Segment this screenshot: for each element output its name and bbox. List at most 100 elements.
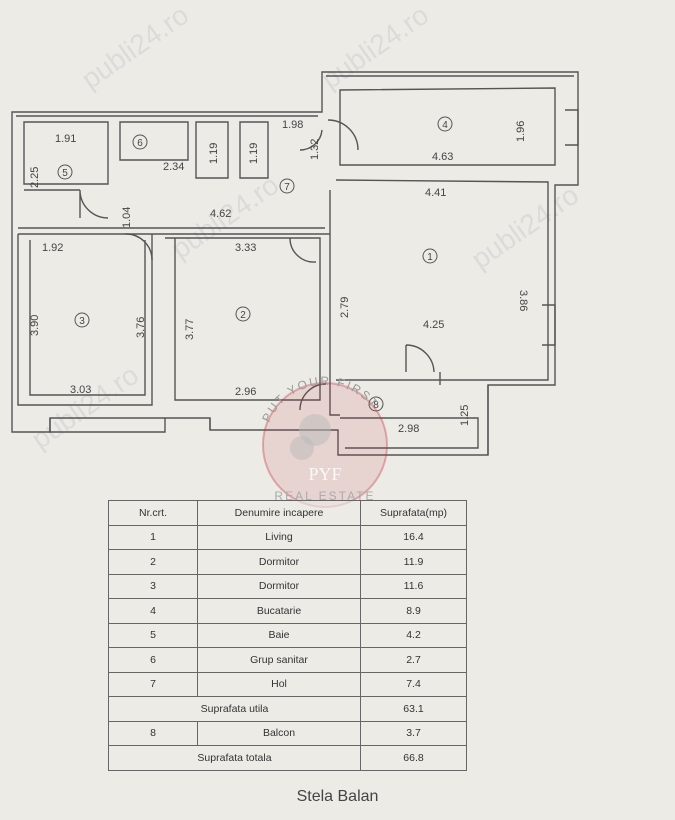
cell-name: Grup sanitar [197, 647, 361, 673]
cell-nr: 7 [108, 671, 198, 697]
dimension-label: 4.41 [425, 187, 446, 199]
cell-name: Dormitor [197, 549, 361, 575]
room-marker-1: 1 [422, 248, 438, 264]
dimension-label: 2.25 [29, 167, 41, 188]
cell-area: 11.9 [360, 549, 467, 575]
door-arc [299, 129, 323, 151]
cell-area: 2.7 [360, 647, 467, 673]
wall-living [335, 179, 549, 381]
cell-name: Living [197, 524, 361, 550]
logo-symbol-icon [290, 436, 314, 460]
cell-name: Hol [197, 671, 361, 697]
watermark-text: publi24.ro [316, 0, 435, 95]
dimension-label: 2.96 [235, 386, 256, 398]
door-arc [79, 189, 109, 219]
dimension-label: 1.92 [42, 242, 63, 254]
cell-nr: 6 [108, 647, 198, 673]
room-number: 4 [442, 120, 448, 131]
logo-mark: PYF [308, 464, 341, 484]
total-area: 66.8 [360, 745, 467, 771]
dimension-label: 2.34 [163, 161, 184, 173]
column-header-nr: Nr.crt. [108, 500, 198, 526]
cell-name: Dormitor [197, 573, 361, 599]
room-number: 1 [427, 252, 433, 263]
door-arc [299, 383, 327, 411]
cell-nr: 4 [108, 598, 198, 624]
room-number: 5 [62, 168, 68, 179]
dimension-label: 3.77 [184, 319, 196, 340]
room-number: 8 [373, 400, 379, 411]
dimension-label: 3.03 [70, 384, 91, 396]
wall-balcony-edge [439, 372, 489, 455]
door-arc [405, 344, 435, 373]
total-row: Suprafata totala 66.8 [108, 745, 467, 771]
dimension-label: 1.19 [248, 143, 260, 164]
dimension-label: 1.96 [515, 121, 527, 142]
watermark-text: publi24.ro [466, 179, 585, 275]
door-arc [124, 233, 153, 261]
dimension-label: 1.32 [309, 139, 321, 160]
watermark-text: publi24.ro [26, 359, 145, 455]
dimension-label: 3.33 [235, 242, 256, 254]
dimension-label: 4.62 [210, 208, 231, 220]
room-marker-6: 6 [132, 134, 148, 150]
wall-room-3-inner [29, 240, 146, 396]
cell-nr: 5 [108, 622, 198, 648]
dimension-label: 3.90 [29, 315, 41, 336]
cell-area: 11.6 [360, 573, 467, 599]
dimension-label: 1.25 [459, 405, 471, 426]
cell-name: Bucatarie [197, 598, 361, 624]
dimension-label: 3.86 [517, 290, 529, 311]
dimension-labels: 1.91 2.25 2.34 1.19 1.19 1.98 1.32 4.63 … [29, 119, 529, 435]
author-signature: Stela Balan [296, 788, 379, 805]
subtotal-row: Suprafata utila 63.1 [108, 696, 467, 722]
total-label: Suprafata totala [108, 745, 361, 771]
wall-shafts [195, 121, 269, 179]
dimension-label: 1.19 [208, 143, 220, 164]
wall-balcony [340, 417, 479, 449]
dimension-label: 2.98 [398, 423, 419, 435]
room-marker-3: 3 [74, 312, 90, 328]
subtotal-label: Suprafata utila [108, 696, 361, 722]
dimension-label: 2.79 [339, 297, 351, 318]
room-number: 6 [137, 138, 143, 149]
wall-partition [329, 190, 340, 416]
floor-plan: publi24.ro publi24.ro publi24.ro publi24… [11, 0, 585, 456]
dimension-label: 4.25 [423, 319, 444, 331]
subtotal-area: 63.1 [360, 696, 467, 722]
cell-name: Balcon [197, 720, 361, 746]
logo-ring [263, 383, 387, 507]
cell-nr: 3 [108, 573, 198, 599]
cell-area: 7.4 [360, 671, 467, 697]
wall-bath [23, 121, 109, 191]
balcony-row: 8 Balcon 3.7 [108, 720, 467, 746]
column-header-area: Suprafata(mp) [360, 500, 467, 526]
cell-area: 3.7 [360, 720, 467, 746]
cell-nr: 8 [108, 720, 198, 746]
room-number: 7 [284, 182, 290, 193]
room-marker-4: 4 [437, 116, 453, 132]
cell-area: 8.9 [360, 598, 467, 624]
agency-logo: PUT YOUR FIRST PYF REAL ESTATE [259, 374, 388, 508]
wall-room-3 [17, 234, 153, 406]
dimension-label: 1.98 [282, 119, 303, 131]
cell-area: 16.4 [360, 524, 467, 550]
windows [49, 109, 579, 433]
room-markers: 1 2 3 4 5 6 7 8 [57, 116, 453, 412]
watermark-text: publi24.ro [76, 0, 195, 95]
wall-hall [18, 227, 330, 235]
column-header-name: Denumire incapere [197, 500, 361, 526]
room-number: 2 [240, 310, 246, 321]
wall-kitchen [339, 87, 556, 166]
cell-nr: 2 [108, 549, 198, 575]
wall-wc [119, 121, 189, 161]
room-marker-7: 7 [279, 178, 295, 194]
walls [11, 71, 579, 456]
door-arc [327, 119, 359, 151]
room-number: 3 [79, 316, 85, 327]
